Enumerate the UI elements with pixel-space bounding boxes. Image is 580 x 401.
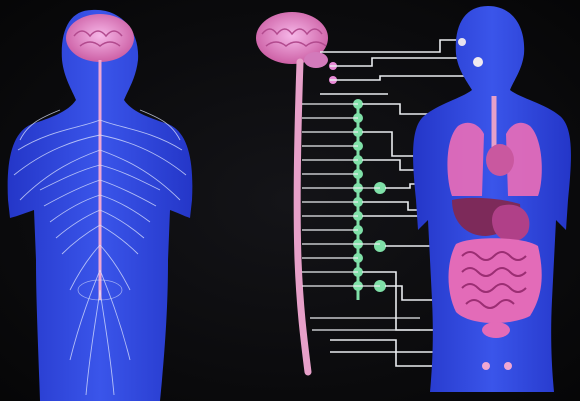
left-lung [447, 123, 484, 196]
eye-target [458, 38, 466, 46]
intestines [449, 238, 542, 323]
gland-target [473, 57, 483, 67]
center-cerebellum [304, 52, 328, 68]
left-brain [66, 14, 134, 62]
genital-target-1 [482, 362, 490, 370]
genital-target-2 [504, 362, 512, 370]
heart [486, 144, 514, 176]
bladder [482, 322, 510, 338]
